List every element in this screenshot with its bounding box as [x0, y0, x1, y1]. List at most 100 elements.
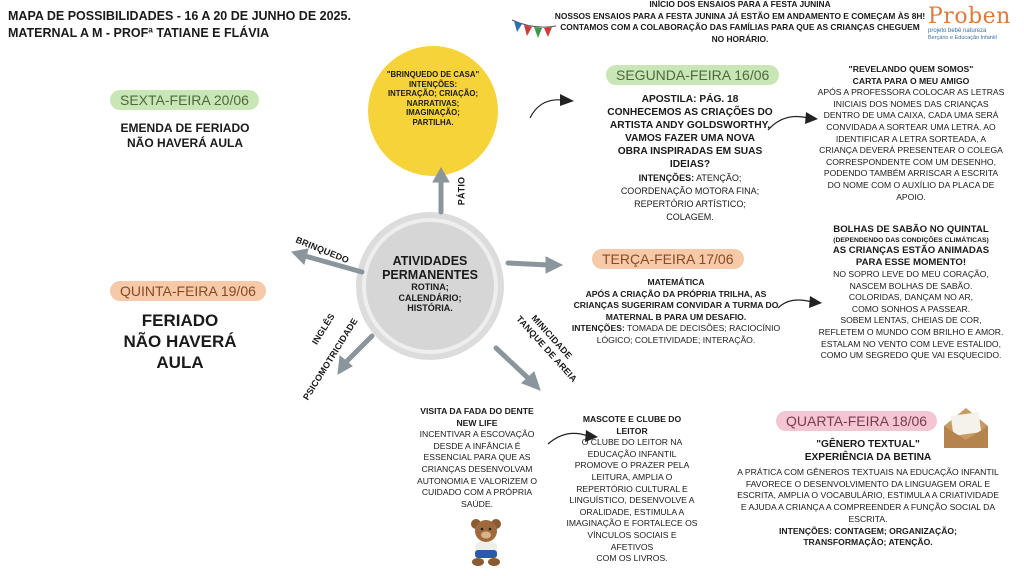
sexta-feira-text: EMENDA DE FERIADO NÃO HAVERÁ AULA: [90, 121, 280, 151]
mascote-clube-leitor: MASCOTE E CLUBE DO LEITOR O CLUBE DO LEI…: [566, 414, 698, 565]
bolhas-line-3: COLORIDAS, DANÇAM NO AR,: [848, 292, 974, 303]
hub-line-1: ROTINA;: [411, 282, 449, 292]
envelope-icon: [944, 408, 988, 448]
fada-line-1: INCENTIVAR A ESCOVAÇÃO: [419, 429, 535, 440]
quarta-title-1: "GÊNERO TEXTUAL": [816, 439, 920, 450]
fada-title-2: NEW LIFE: [456, 417, 498, 428]
terca-int-label: INTENÇÕES:: [571, 323, 625, 334]
quarta-line-5: ESCRITA.: [848, 513, 888, 524]
carta-line-7: CORRESPONDENTE COM UM DESENHO,: [826, 156, 996, 167]
quarta-line-2: FAVORECE O DESENVOLVIMENTO DA LINGUAGEM …: [745, 478, 991, 489]
fada-line-3: ESSENCIAL PARA QUE AS: [423, 452, 531, 463]
terca-title: MATEMÁTICA: [647, 277, 705, 287]
brinquedo-casa-line-2: INTENÇÕES:: [408, 79, 458, 89]
mascote-line-1: O CLUBE DO LEITOR NA: [581, 437, 683, 448]
brinquedo-de-casa-circle: [368, 46, 498, 176]
mascote-title-1: MASCOTE E CLUBE DO: [582, 414, 682, 424]
brinquedo-casa-line-6: PARTILHA.: [412, 117, 454, 127]
segunda-feira-pill: SEGUNDA-FEIRA 16/06: [606, 65, 780, 85]
segunda-intencoes: INTENÇÕES: ATENÇÃO; COORDENAÇÃO MOTORA F…: [590, 172, 790, 224]
segunda-line-2: CONHECEMOS AS CRIAÇÕES DO: [607, 107, 773, 118]
fada-line-2: DESDE A INFÂNCIA É: [433, 440, 521, 451]
logo-sub-1: projeto bebê natureza: [928, 28, 987, 34]
mascote-line-9: VÍNCULOS SOCIAIS E AFETIVOS: [587, 529, 677, 552]
segunda-int-4: COLAGEM.: [666, 212, 714, 222]
segunda-int-label: INTENÇÕES:: [638, 173, 695, 183]
fada-line-5: AUTONOMIA E VALORIZEM O: [416, 475, 537, 486]
carta-line-3: DENTRO DE UMA CAIXA, CADA UMA SERÁ: [823, 110, 999, 121]
mascote-line-4: LEITURA, AMPLIA O: [591, 471, 673, 482]
quinta-feira-text: FERIADO NÃO HAVERÁ AULA: [100, 310, 260, 373]
title-line-2: MATERNAL A M - PROFª TATIANE E FLÁVIA: [8, 26, 270, 40]
notice-line-3: NO HORÁRIO.: [711, 33, 769, 44]
quinta-line-3: AULA: [156, 353, 204, 372]
hub-line-3: HISTÓRIA.: [407, 303, 453, 313]
sexta-line-1: EMENDA DE FERIADO: [120, 121, 250, 135]
mascote-line-5: REPERTÓRIO CULTURAL E: [576, 483, 688, 494]
logo-name: Proben: [928, 4, 1011, 29]
quarta-line-4: E AJUDA A CRIANÇA A COMPREENDER A FUNÇÃO…: [740, 502, 996, 513]
segunda-line-4: VAMOS FAZER UMA NOVA: [625, 133, 755, 144]
carta-line-10: APOIO.: [896, 191, 926, 202]
bolhas-title-2: (DEPENDENDO DAS CONDIÇÕES CLIMÁTICAS): [833, 237, 989, 244]
notice-line-1: NOSSOS ENSAIOS PARA A FESTA JUNINA JÁ ES…: [554, 10, 926, 21]
carta-title-1: "REVELANDO QUEM SOMOS": [848, 64, 974, 74]
fada-line-4: CRIANÇAS DESENVOLVAM: [421, 463, 533, 474]
bolhas-line-6: REFLETEM O MUNDO COM BRILHO E AMOR.: [818, 326, 1004, 337]
spoke-label-patio: PÁTIO: [456, 176, 467, 206]
carta-line-4: CONVIDADA A SORTEAR UMA LETRA. AO: [826, 121, 996, 132]
title-line-1: MAPA DE POSSIBILIDADES - 16 A 20 DE JUNH…: [8, 9, 351, 23]
carta-title-2: CARTA PARA O MEU AMIGO: [852, 75, 970, 86]
quarta-int-1: INTENÇÕES: CONTAGEM; ORGANIZAÇÃO;: [779, 525, 957, 536]
quinta-line-1: FERIADO: [141, 311, 219, 330]
brinquedo-casa-title: "BRINQUEDO DE CASA": [386, 70, 480, 79]
notice-line-2: CONTAMOS COM A COLABORAÇÃO DAS FAMÍLIAS …: [560, 22, 920, 32]
carta-para-amigo: "REVELANDO QUEM SOMOS" CARTA PARA O MEU …: [806, 64, 1016, 203]
terca-int-1: TOMADA DE DECISÕES; RACIOCÍNIO: [627, 323, 781, 334]
fada-line-7: SAÚDE.: [461, 498, 493, 509]
bolhas-title-1: BOLHAS DE SABÃO NO QUINTAL: [833, 224, 989, 235]
segunda-line-6: IDEIAS?: [669, 159, 711, 170]
terca-line-2: CRIANÇAS SUGERIRAM CONVIDAR A TURMA DO: [573, 300, 779, 311]
quarta-feira-pill: QUARTA-FEIRA 18/06: [776, 411, 938, 431]
segunda-int-2: COORDENAÇÃO MOTORA FINA;: [620, 186, 760, 196]
terca-int-2: LÓGICO; COLETIVIDADE; INTERAÇÃO.: [596, 334, 756, 345]
mascote-line-10: COM OS LIVROS.: [596, 553, 668, 564]
brinquedo-casa-line-5: IMAGINAÇÃO;: [406, 108, 460, 118]
hub-title-1: ATIVIDADES: [392, 254, 468, 268]
sexta-line-2: NÃO HAVERÁ AULA: [127, 136, 243, 150]
hub-circle: [366, 222, 494, 350]
segunda-int-1: ATENÇÃO;: [696, 173, 742, 183]
segunda-line-1: APOSTILA: PÁG. 18: [641, 94, 739, 105]
segunda-feira-text: APOSTILA: PÁG. 18 CONHECEMOS AS CRIAÇÕES…: [590, 93, 790, 171]
quinta-feira-pill: QUINTA-FEIRA 19/06: [110, 281, 266, 301]
page-title: MAPA DE POSSIBILIDADES - 16 A 20 DE JUNH…: [8, 8, 351, 42]
quarta-feira-text: "GÊNERO TEXTUAL" EXPERIÊNCIA DA BETINA A…: [720, 439, 1016, 549]
hub-line-2: CALENDÁRIO;: [398, 292, 462, 303]
mascote-title-2: LEITOR: [616, 425, 648, 436]
mascote-line-3: PROMOVE O PRAZER PELA: [574, 460, 690, 471]
quarta-line-1: A PRÁTICA COM GÊNEROS TEXTUAIS NA EDUCAÇ…: [737, 467, 999, 477]
mascote-line-7: ORALIDADE, ESTIMULA A: [579, 506, 685, 517]
bolhas-de-sabao: BOLHAS DE SABÃO NO QUINTAL (DEPENDENDO D…: [804, 224, 1018, 362]
segunda-line-3: ARTISTA ANDY GOLDSWORTHY.: [609, 120, 771, 131]
bolhas-line-8: COMO UM SEGREDO QUE VAI ESQUECIDO.: [820, 350, 1002, 361]
terca-line-3: MATERNAL B PARA UM DESAFIO.: [605, 311, 747, 322]
atividades-permanentes: ATIVIDADES PERMANENTES ROTINA; CALENDÁRI…: [372, 254, 488, 314]
brinquedo-casa-line-4: NARRATIVAS;: [406, 98, 460, 108]
quarta-line-3: ESCRITA, AMPLIA O VOCABULÁRIO, ESTIMULA …: [737, 490, 999, 501]
logo-sub-2: Berçário e Educação Infantil: [928, 35, 997, 41]
terca-feira-pill: TERÇA-FEIRA 17/06: [592, 249, 744, 269]
festa-junina-notice: INÍCIO DOS ENSAIOS PARA A FESTA JUNINA N…: [520, 0, 960, 45]
teddy-bear-icon: [471, 519, 501, 566]
bunting-icon: [511, 19, 557, 38]
carta-line-8: PODENDO TAMBÉM ARRISCAR A ESCRITA: [823, 168, 999, 179]
bolhas-line-7: ESTALAM NO VENTO COM LEVE ESTALIDO,: [820, 338, 1002, 349]
carta-line-1: APÓS A PROFESSORA COLOCAR AS LETRAS: [817, 87, 1005, 98]
fada-do-dente: VISITA DA FADA DO DENTE NEW LIFE INCENTI…: [408, 406, 546, 510]
hub-title-2: PERMANENTES: [382, 268, 478, 282]
carta-line-9: DO NOME COM O AUXÍLIO DA PLACA DE: [827, 179, 995, 190]
sexta-feira-pill: SEXTA-FEIRA 20/06: [110, 90, 259, 110]
brinquedo-de-casa-text: "BRINQUEDO DE CASA" INTENÇÕES: INTERAÇÃO…: [378, 70, 488, 128]
